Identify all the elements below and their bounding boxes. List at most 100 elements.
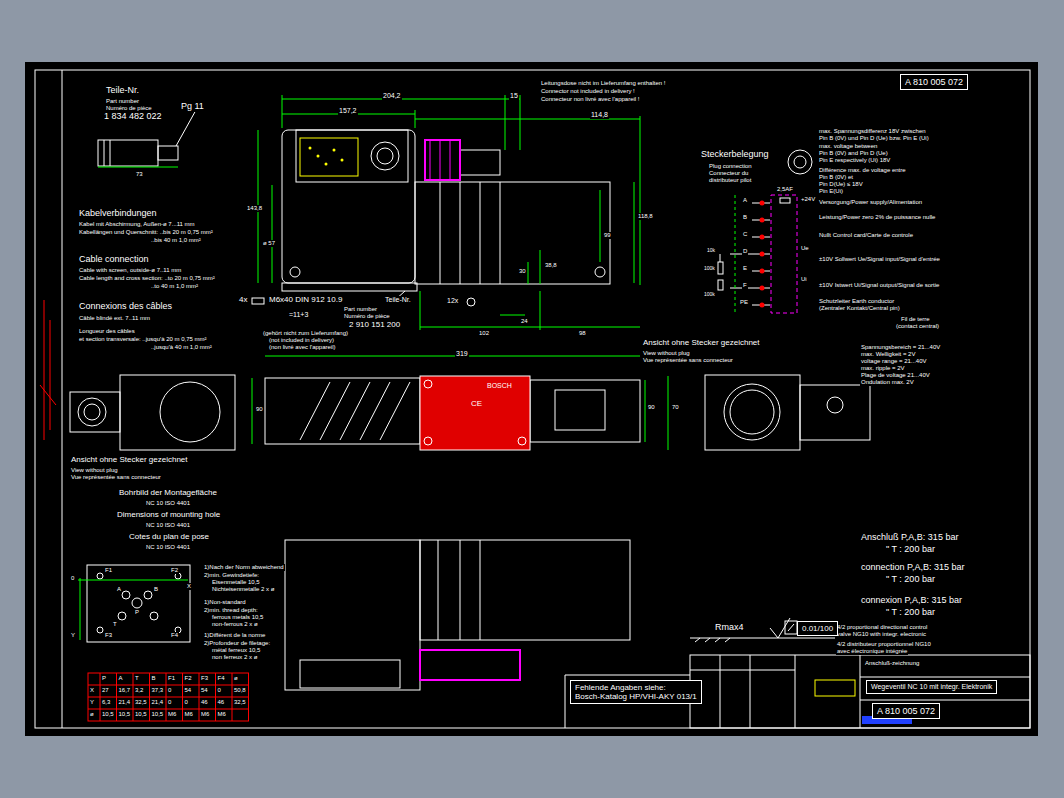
drawing-label: Leistung/Power zero 2% de puissance null…	[818, 214, 936, 221]
drawing-label: 6,3	[101, 699, 111, 706]
drawing-label: 21,4	[118, 699, 132, 706]
box-text: A 810 005 072	[877, 706, 935, 716]
drawing-label: B	[153, 586, 159, 593]
drawing-label: 157,2	[338, 107, 358, 115]
drawing-label: 10,5	[134, 711, 148, 718]
drawing-label: " T : 200 bar	[885, 608, 936, 618]
drawing-label: B	[742, 214, 748, 221]
drawing-label: T	[112, 621, 118, 628]
drawing-label: P	[134, 609, 140, 616]
drawing-label: 3,2	[134, 687, 144, 694]
drawing-label: M6x40 DIN 912 10.9	[268, 296, 343, 305]
drawing-label: Pin D(Ue) ≤ 18V	[818, 181, 864, 188]
drawing-label: Spannungsbereich = 21...40V	[860, 344, 941, 351]
drawing-label: Y	[70, 632, 76, 639]
drawing-label: Cotes du plan de pose	[128, 533, 210, 542]
drawing-label: F	[742, 282, 748, 289]
drawing-label: Dimensions of mounting hole	[116, 511, 221, 520]
drawing-label: Connexions des câbles	[78, 302, 173, 312]
drawing-label: Kabel mit Abschirmung, Außen-ø 7...11 mm	[78, 221, 196, 228]
title-box: Wegeventil NC 10 mit integr. Elektronik	[866, 680, 997, 694]
drawing-label: 16,7	[118, 687, 132, 694]
drawing-label: NC 10 ISO 4401	[145, 500, 191, 507]
drawing-label: M6	[184, 711, 194, 718]
drawing-label: C	[742, 231, 748, 238]
drawing-label: B	[151, 675, 157, 682]
drawing-label: 4x	[238, 296, 248, 305]
drawing-label: Vue représentée sans connecteur	[70, 474, 162, 481]
drawing-label: ø	[233, 675, 239, 682]
drawing-label: 4/2 proportional directional control	[836, 624, 928, 631]
drawing-label: 12x	[446, 297, 459, 305]
drawing-label: 90	[255, 406, 264, 413]
drawing-label: A	[742, 197, 748, 204]
drawing-label: 54	[184, 687, 193, 694]
drawing-label: max. Welligkeit = 2V	[860, 351, 916, 358]
drawing-label: +24V	[800, 196, 816, 203]
drawing-label: Ui	[800, 276, 808, 283]
drawing-label: F3	[104, 632, 113, 639]
drawing-label: 46	[200, 699, 209, 706]
drawing-label: D	[742, 248, 748, 255]
drawing-label: X	[186, 583, 192, 590]
drawing-label: Plage de voltage 21...40V	[860, 372, 931, 379]
drawing-label: distributeur pilot	[708, 177, 752, 184]
drawing-label: connection P,A,B: 315 bar	[860, 563, 965, 573]
box-text: A 810 005 072	[905, 77, 963, 87]
drawing-label: 114,8	[590, 111, 609, 119]
drawing-label: BOSCH	[486, 382, 513, 390]
drawing-label: Différence max. de voltage entre	[818, 167, 907, 174]
box-text: Wegeventil NC 10 mit integr. Elektronik	[871, 683, 992, 691]
drawing-label: Connecteur non livré avec l'appareil !	[540, 96, 641, 103]
drawing-label: non-ferrous 2 x ø	[211, 621, 259, 628]
drawing-label: E	[742, 265, 748, 272]
drawing-label: Pin B (0V) and Pin D (Ue)	[818, 150, 889, 157]
drawing-label: ferrous metals 10,5	[211, 614, 264, 621]
drawing-label: Ansicht ohne Stecker gezeichnet	[70, 456, 189, 465]
drawing-label: Teile-Nr.	[105, 86, 140, 96]
drawing-label: M6	[217, 711, 227, 718]
drawing-label: Vue représentée sans connecteur	[642, 357, 734, 364]
drawing-label: 2)min. Gewindetiefe:	[203, 572, 260, 579]
drawing-label: Part number	[343, 306, 378, 313]
drawing-label: " T : 200 bar	[885, 545, 936, 555]
drawing-label: 50,8	[233, 687, 247, 694]
drawing-label: 100k	[703, 266, 716, 272]
drawing-label: (non livré avec l'appareil)	[268, 344, 337, 351]
drawing-label: Bohrbild der Montagefläche	[118, 489, 218, 498]
box-text: 0.01/100	[802, 624, 833, 633]
drawing-label: Câble blindé ext. 7..11 mm	[78, 315, 151, 322]
drawing-label: 204,2	[382, 92, 402, 100]
drawing-label: 319	[455, 350, 469, 358]
drawing-label: connexion P,A,B: 315 bar	[860, 596, 963, 606]
drawing-label: F3	[200, 675, 209, 682]
title-box: Fehlende Angaben siehe:Bosch-Katalog HP/…	[570, 680, 702, 704]
drawing-label: F4	[170, 632, 179, 639]
drawing-label: Eisenmetalle 10,5	[211, 579, 261, 586]
drawing-label: Kabellängen und Querschnitt: ..bis 20 m …	[78, 229, 214, 236]
drawing-label: avec électronique intégrée	[836, 648, 908, 655]
drawing-label: 21,4	[151, 699, 165, 706]
drawing-label: " T : 200 bar	[885, 575, 936, 585]
drawing-label: P	[101, 675, 107, 682]
drawing-label: 90	[647, 404, 656, 411]
title-box: A 810 005 072	[872, 703, 940, 719]
drawing-label: Kabelverbindungen	[78, 209, 158, 219]
drawing-label: Part number	[105, 98, 140, 105]
drawing-label: 10,5	[151, 711, 165, 718]
drawing-label: X	[89, 687, 95, 694]
drawing-label: Numéro de pièce	[343, 313, 391, 320]
drawing-label: NC 10 ISO 4401	[145, 522, 191, 529]
drawing-label: Rmax4	[714, 623, 745, 633]
drawing-label: métal ferreux 10,5	[211, 647, 261, 654]
box-text: Bosch-Katalog HP/VHI-AKY 013/1	[575, 692, 697, 701]
drawing-label: 54	[200, 687, 209, 694]
drawing-label: Fil de terre	[900, 316, 931, 323]
drawing-label: T	[134, 675, 140, 682]
drawing-label: (contact central)	[895, 323, 940, 330]
drawing-label: F1	[104, 567, 113, 574]
drawing-label: ø 57	[262, 240, 276, 247]
drawing-label: (Zentraler Kontakt/Central pin)	[818, 305, 901, 312]
drawing-label: CE	[470, 400, 483, 409]
drawing-label: 118,8	[637, 213, 654, 220]
